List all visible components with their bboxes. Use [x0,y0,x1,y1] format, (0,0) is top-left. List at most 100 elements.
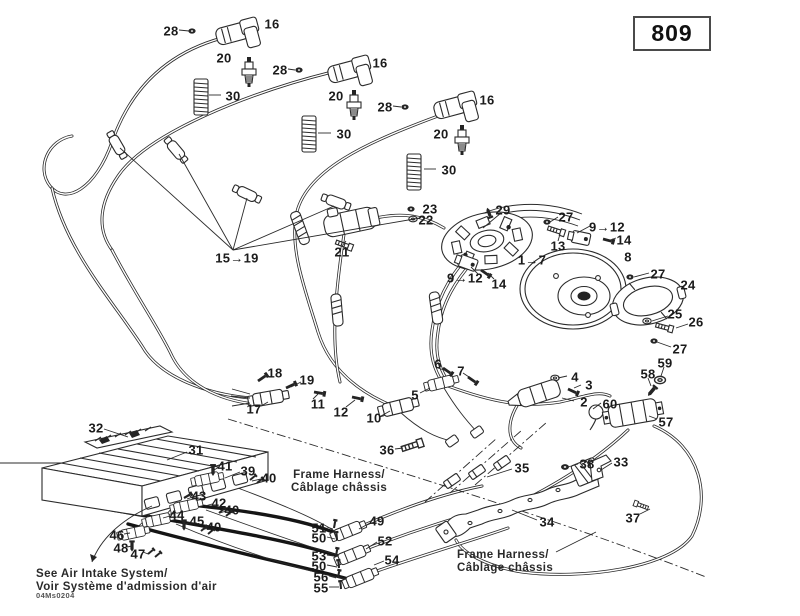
part-label-27: 27 [650,267,665,282]
note-line: See Air Intake System/ [36,568,168,580]
part-label-49: 49 [369,514,384,529]
inline-coil-3 [230,182,264,206]
part-label-48: 48 [113,541,128,556]
inline-coil-1 [104,128,130,162]
part-label-28: 28 [272,63,287,78]
part-label-8: 8 [624,250,632,265]
part-label-21: 21 [334,245,349,260]
note-line: Frame Harness/ [457,549,549,561]
trigger-screw-right [602,236,616,245]
part-label-40: 40 [261,471,276,486]
part-label-37: 37 [625,511,640,526]
clip-35a [442,472,462,490]
part-label-3: 3 [585,378,593,393]
harness-end-2 [470,425,484,439]
part-label-35: 35 [514,461,529,476]
part-label-40: 40 [206,520,221,535]
centerlines [227,418,707,578]
grommet-59 [653,375,667,385]
part-label-16: 16 [372,56,387,71]
wire-sleeve-2 [428,291,444,325]
part-label-16: 16 [264,17,279,32]
part-label-33: 33 [613,455,628,470]
wire-sleeve-1 [290,210,310,246]
part-label-5: 5 [411,388,419,403]
spark-plug-3 [454,124,470,156]
part-label-34: 34 [539,515,555,530]
part-label-52: 52 [377,534,392,549]
part-label-59: 59 [657,356,672,371]
part-label-27: 27 [672,342,687,357]
part-label-41: 41 [217,459,232,474]
screw-58 [645,384,659,398]
spark-plug-cap-3 [431,89,482,131]
connector-54 [340,565,381,591]
part-label-60: 60 [602,397,617,412]
part-label-4: 4 [571,370,579,385]
part-label-25: 25 [667,307,682,322]
part-label-10: 10 [366,411,381,426]
part-label-14: 14 [491,277,507,292]
nut-38 [561,464,569,470]
note-air-intake: See Air Intake System/ Voir Système d'ad… [36,568,217,593]
cap-nut-1 [188,28,196,34]
ring-bolt-26 [654,321,675,334]
stator-nut-27 [543,219,551,225]
part-label-14: 14 [616,233,632,248]
part-label-46: 46 [109,528,124,543]
leader-lines [103,29,689,588]
harness-end-1 [445,434,459,448]
note-line: Câblage châssis [291,481,388,494]
part-label-39: 39 [240,464,255,479]
starter-solenoid [507,379,561,408]
box-decal [83,425,174,449]
part-label-36: 36 [379,443,394,458]
part-label-40: 40 [224,503,239,518]
ring-nut-27 [650,338,658,344]
cap-nut-3 [401,104,409,110]
part-label-30: 30 [336,127,351,142]
plug-protector-spring-1 [193,78,209,116]
note-frame-harness-top: Frame Harness/ Câblage châssis [291,469,387,494]
part-label-27: 27 [558,210,573,225]
part-label-44: 44 [169,508,185,523]
note-line: Frame Harness/ [293,469,386,481]
plug-protector-spring-2 [301,115,317,153]
part-label-30: 30 [441,163,456,178]
part-label-43: 43 [191,489,206,504]
part-label-22: 22 [418,213,433,228]
part-label-1-7: 1→7 [518,253,546,268]
part-label-16: 16 [479,93,494,108]
wire-sleeve-3 [330,293,344,327]
part-label-12: 12 [333,405,348,420]
part-label-42: 42 [211,496,226,511]
part-label-20: 20 [216,51,231,66]
screw-3 [566,386,581,397]
inline-coil-2 [161,134,191,166]
part-label-30: 30 [225,89,240,104]
part-label-31: 31 [188,443,203,458]
coil-nut [407,206,415,212]
part-label-20: 20 [328,89,343,104]
part-label-20: 20 [433,127,448,142]
ring-washer-25 [642,317,652,325]
cap-nut-2 [295,67,303,73]
part-label-26: 26 [688,315,703,330]
part-label-9-12: 9→12 [447,271,483,286]
clip-35c [492,454,512,472]
air-intake-arrow [90,505,153,563]
screw-51 [331,518,338,529]
note-line: Câblage châssis [457,561,554,574]
part-label-9-12: 9→12 [589,220,625,235]
part-label-24: 24 [680,278,696,293]
part-label-28: 28 [163,24,178,39]
part-label-2: 2 [580,395,588,410]
part-label-7: 7 [457,364,465,379]
part-label-15-19: 15→19 [215,251,258,266]
doc-code: 04Ms0204 [36,591,75,600]
clip-35b [467,463,487,481]
screw-19 [284,380,299,391]
